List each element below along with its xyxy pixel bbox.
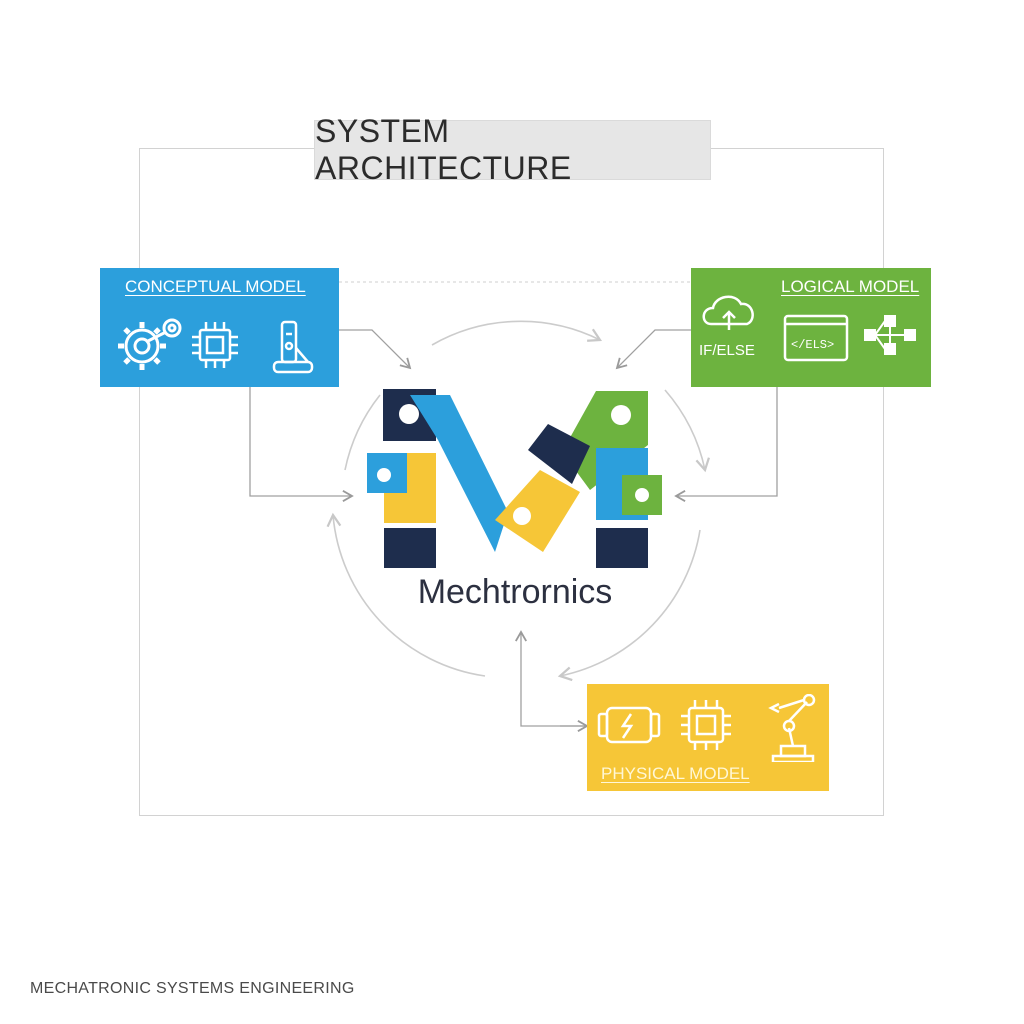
gears-icon bbox=[118, 318, 182, 370]
connector-conceptual-side bbox=[249, 387, 354, 502]
logo-block-navy-bottom-right bbox=[596, 528, 648, 568]
physical-model-panel: PHYSICAL MODEL bbox=[587, 684, 829, 791]
conceptual-model-panel: CONCEPTUAL MODEL bbox=[100, 268, 339, 387]
connector-logical-side bbox=[674, 387, 778, 502]
logical-icons: </ELS> bbox=[702, 295, 916, 362]
code-window-text: </ELS> bbox=[791, 338, 834, 352]
cloud-upload-icon bbox=[702, 295, 754, 330]
robot-arm-icon bbox=[768, 694, 816, 762]
center-label: Mechtrornics bbox=[417, 573, 613, 611]
conceptual-icons bbox=[118, 318, 314, 374]
logo-block-yellow-diagonal bbox=[495, 470, 580, 552]
sensor-device-icon bbox=[272, 320, 314, 374]
physical-model-label: PHYSICAL MODEL bbox=[601, 764, 750, 783]
connector-logical-top bbox=[615, 329, 691, 370]
footer-caption: MECHATRONIC SYSTEMS ENGINEERING bbox=[30, 980, 355, 997]
conceptual-model-label: CONCEPTUAL MODEL bbox=[125, 277, 306, 296]
logical-model-panel: LOGICAL MODEL </ELS> IF/ELSE bbox=[691, 268, 931, 387]
physical-icons bbox=[597, 694, 816, 762]
logo-bolt bbox=[399, 404, 419, 424]
battery-motor-icon bbox=[597, 706, 661, 744]
code-window-icon bbox=[783, 314, 849, 362]
cycle-ring bbox=[326, 320, 710, 682]
logical-model-label: LOGICAL MODEL bbox=[781, 277, 920, 296]
logo-block-navy-diamond bbox=[528, 424, 590, 484]
logo-bar-blue-diagonal bbox=[410, 395, 508, 552]
network-nodes-icon bbox=[864, 315, 916, 355]
microchip-icon bbox=[192, 322, 238, 368]
microchip-icon bbox=[681, 700, 731, 750]
logo-block-navy-bottom-left bbox=[384, 528, 436, 568]
connector-conceptual-top bbox=[339, 329, 412, 370]
if-else-text: IF/ELSE bbox=[699, 342, 755, 359]
